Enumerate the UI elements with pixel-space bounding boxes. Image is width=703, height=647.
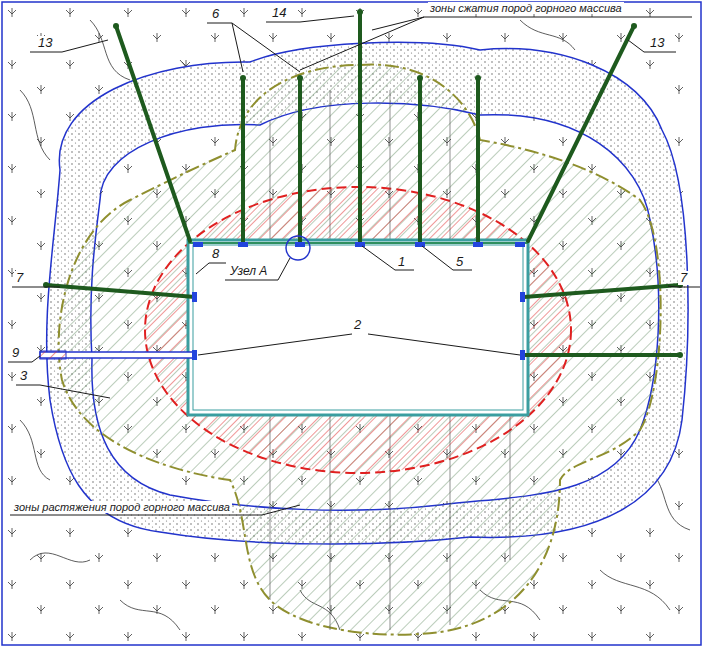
callout-number: 9 bbox=[10, 346, 21, 360]
callout-number: 1 bbox=[396, 255, 407, 269]
callout-number: 7 bbox=[678, 271, 689, 285]
tunnel-lining bbox=[193, 245, 523, 410]
callout-number: 8 bbox=[210, 247, 221, 261]
note-label: зоны сжатия пород горного массива bbox=[428, 2, 624, 14]
callout-number: 14 bbox=[270, 6, 288, 20]
callout-number: 2 bbox=[352, 318, 363, 332]
bolt-ends bbox=[43, 9, 683, 358]
leader-lines bbox=[8, 16, 700, 515]
callout-number: 5 bbox=[454, 255, 465, 269]
node-a-circle bbox=[286, 236, 310, 260]
callout-number: 6 bbox=[210, 7, 221, 21]
anchor-9 bbox=[40, 351, 195, 359]
rock-bolts bbox=[46, 12, 680, 355]
callout-number: 3 bbox=[18, 369, 29, 383]
bearing-plates bbox=[192, 242, 525, 360]
tunnel-contour bbox=[188, 240, 528, 415]
callout-number: 13 bbox=[36, 36, 54, 50]
callout-number: 13 bbox=[648, 36, 666, 50]
note-label: зоны растяжения пород горного массива bbox=[12, 501, 232, 513]
callout-number: 7 bbox=[14, 271, 25, 285]
note-label: Узел А bbox=[228, 265, 269, 278]
